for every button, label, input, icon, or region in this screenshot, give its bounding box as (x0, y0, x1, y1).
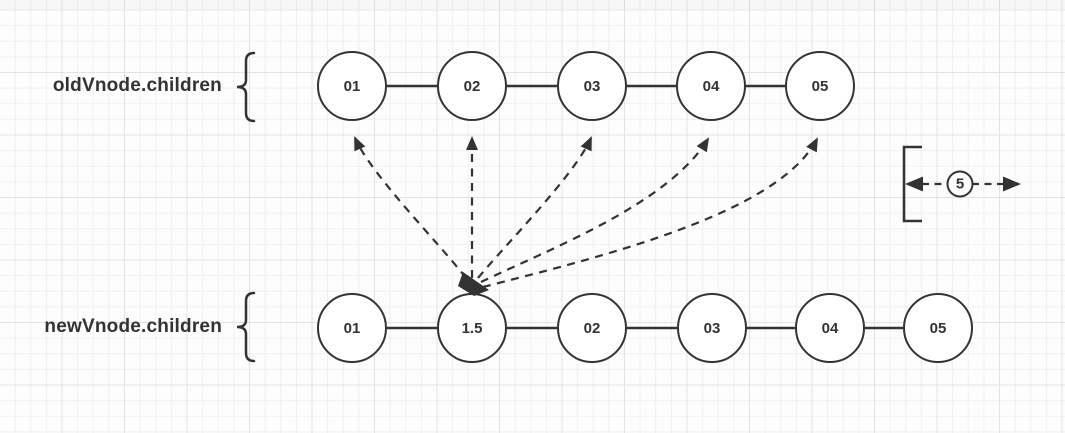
right-bracket (902, 145, 922, 223)
arrow-right-icon (1003, 176, 1021, 192)
old-node-03: 03 (557, 51, 627, 121)
shift-count-badge: 5 (946, 170, 974, 198)
new-node-04: 04 (795, 293, 865, 363)
new-node-1-5: 1.5 (437, 293, 507, 363)
new-node-02: 02 (557, 293, 627, 363)
new-row-brace (236, 291, 256, 363)
old-node-02: 02 (437, 51, 507, 121)
compare-arrow-to-old-03 (477, 136, 593, 279)
new-node-01: 01 (317, 293, 387, 363)
new-node-03: 03 (677, 293, 747, 363)
old-row-label: oldVnode.children (52, 75, 222, 96)
compare-arrow-to-old-04 (480, 137, 710, 283)
old-node-05: 05 (785, 51, 855, 121)
old-node-01: 01 (317, 51, 387, 121)
old-row-brace (236, 51, 256, 123)
compare-arrow-to-old-01 (353, 136, 467, 279)
arrow-left-icon (905, 176, 923, 192)
new-row-label: newVnode.children (44, 316, 222, 337)
compare-arrow-to-old-05 (482, 137, 818, 289)
new-node-05: 05 (903, 293, 973, 363)
old-node-04: 04 (676, 51, 746, 121)
